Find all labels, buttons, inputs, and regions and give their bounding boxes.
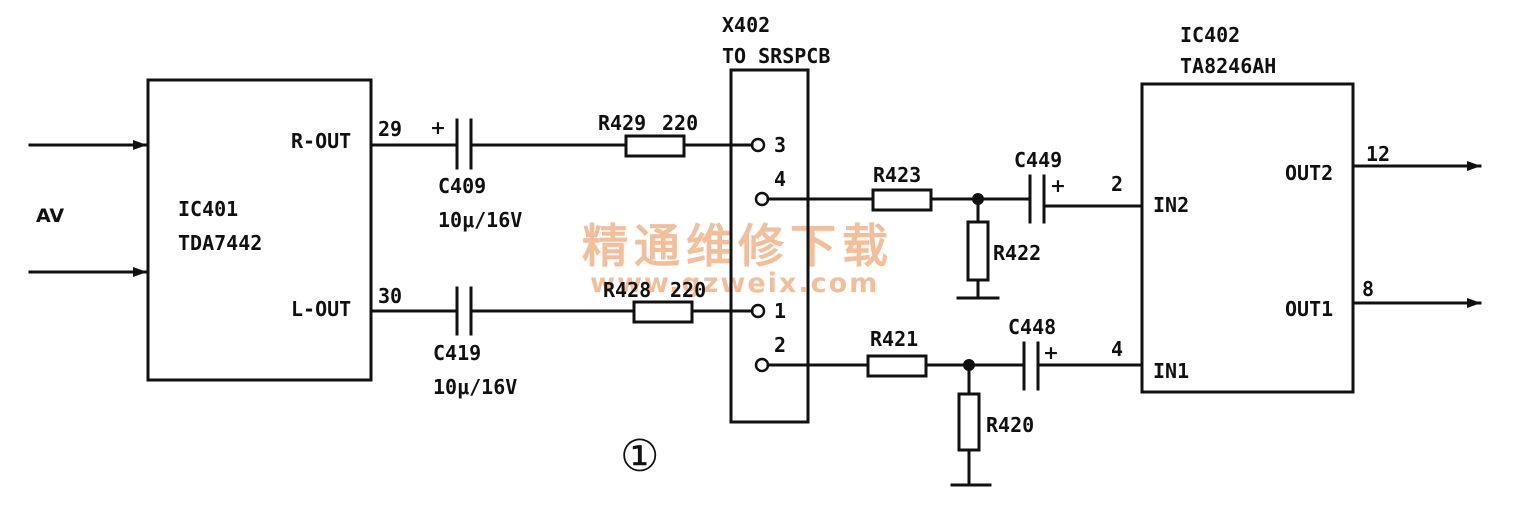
r429-ref: R429: [598, 111, 646, 135]
r423-ref: R423: [873, 163, 921, 187]
x402-desc: TO SRSPCB: [722, 44, 830, 68]
r428-value: 220: [670, 278, 706, 302]
x402-pin-4: 4: [774, 167, 786, 191]
c409-value: 10μ/16V: [438, 208, 522, 232]
c449-polarity-plus: +: [1050, 175, 1066, 197]
ic401-pin-30: 30: [378, 284, 402, 308]
av-input-arrows: [28, 140, 148, 277]
watermark-title: 精通维修下载: [582, 219, 894, 273]
ic401-box: [146, 78, 373, 382]
ic402-box: [1140, 82, 1355, 394]
x402-pin-2: 2: [774, 333, 786, 357]
r429-value: 220: [662, 111, 698, 135]
r421-ref: R421: [870, 327, 918, 351]
ic401-r-out-label: R-OUT: [291, 129, 351, 153]
wire-l-channel: [369, 286, 754, 336]
wire-in2-path: [766, 174, 1144, 300]
c449-ref: C449: [1014, 148, 1062, 172]
c409-polarity-plus: +: [430, 117, 446, 139]
c448-polarity-plus: +: [1043, 342, 1059, 364]
figure-number-mark: ①: [620, 431, 659, 482]
x402-connector-box: [729, 68, 810, 424]
ic402-in1-label: IN1: [1153, 359, 1189, 383]
wire-r-channel: [369, 118, 754, 170]
r422-ref: R422: [993, 241, 1041, 265]
av-input-label: AV: [36, 205, 64, 227]
r420-ref: R420: [986, 413, 1034, 437]
ic401-pin-29: 29: [378, 117, 402, 141]
c409-ref: C409: [438, 174, 486, 198]
ic401-l-out-label: L-OUT: [291, 297, 351, 321]
output-arrows: [1351, 161, 1482, 308]
ic402-out2-label: OUT2: [1285, 161, 1333, 185]
ic402-out1-label: OUT1: [1285, 297, 1333, 321]
c419-ref: C419: [433, 341, 481, 365]
x402-pin-3: 3: [774, 133, 786, 157]
r428-ref: R428: [603, 278, 651, 302]
ic402-pin-8: 8: [1362, 277, 1374, 301]
ic401-ref: IC401: [178, 197, 238, 221]
ic402-in2-label: IN2: [1153, 193, 1189, 217]
c419-value: 10μ/16V: [433, 375, 517, 399]
ic401-part: TDA7442: [178, 231, 262, 255]
ic402-pin-2: 2: [1111, 172, 1123, 196]
wire-in1-path: [766, 341, 1144, 487]
watermark-url: www.gzweix.com: [590, 268, 879, 299]
ic402-ref: IC402: [1180, 23, 1240, 47]
x402-pin-1: 1: [774, 299, 786, 323]
ic402-part: TA8246AH: [1180, 54, 1276, 78]
x402-ref: X402: [722, 13, 770, 37]
c448-ref: C448: [1008, 315, 1056, 339]
ic402-pin-12: 12: [1366, 142, 1390, 166]
ic402-pin-4: 4: [1111, 337, 1123, 361]
